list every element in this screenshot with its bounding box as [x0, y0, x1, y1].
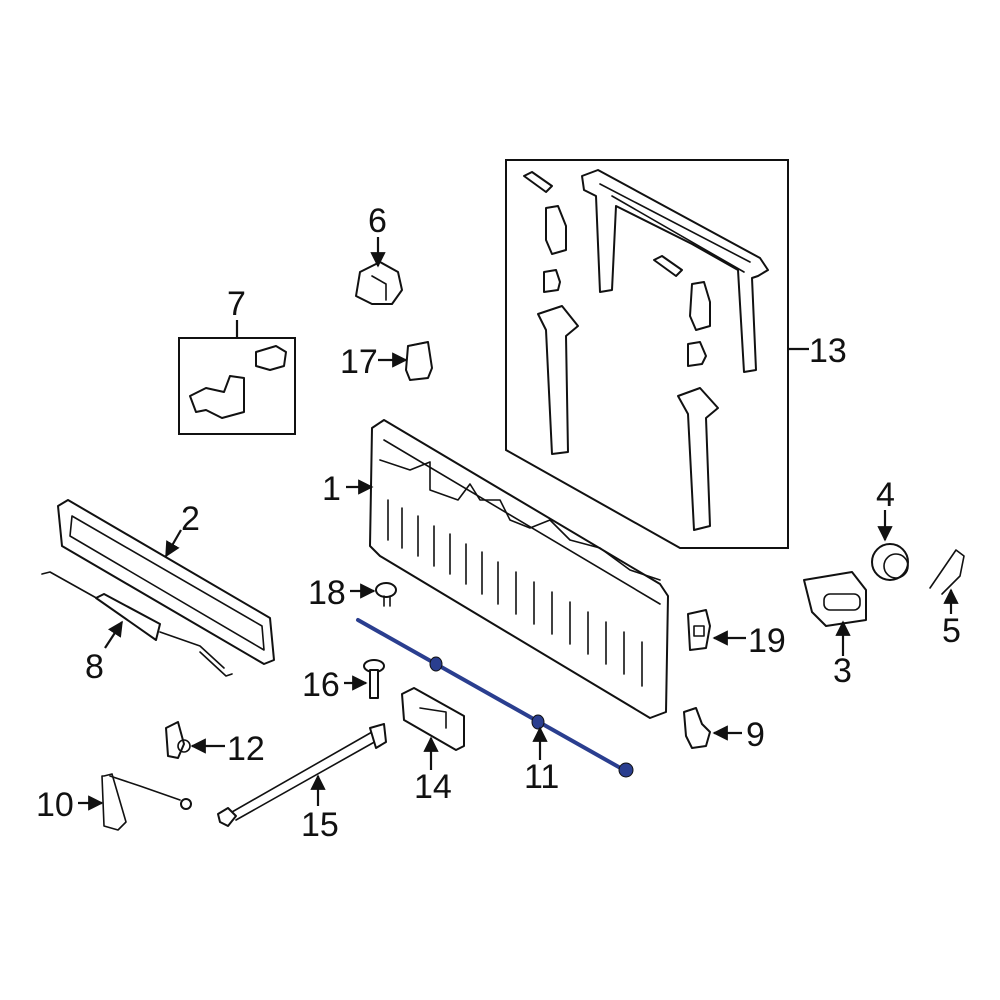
callout-8: 8: [85, 648, 104, 686]
part-8-handle-rod[interactable]: [41, 571, 233, 677]
callout-15: 15: [301, 806, 339, 844]
part-2-seal-plate[interactable]: [57, 499, 275, 665]
part-14-bracket[interactable]: [401, 687, 465, 751]
part-13-pin-b: [653, 255, 683, 277]
part-6-latch-bracket[interactable]: [355, 261, 403, 305]
part-12-clip[interactable]: [165, 721, 191, 759]
callout-labels: 1 2 3 4 5 6 7 8 9 10 11 12 13 14 15 16 1…: [36, 202, 961, 844]
callout-7: 7: [227, 285, 246, 323]
part-13-strap-a: [537, 305, 579, 455]
callout-19: 19: [748, 622, 786, 660]
part-3-handle-bezel[interactable]: [803, 571, 867, 627]
part-13-inset-box: [505, 159, 789, 549]
part-9-latch-clip[interactable]: [683, 707, 711, 749]
part-15-cable[interactable]: [217, 723, 387, 827]
part-19-clip[interactable]: [687, 609, 711, 651]
part-13-cover-a: [545, 205, 567, 255]
callout-13: 13: [809, 332, 847, 370]
part-13-clip-a: [543, 269, 561, 293]
callout-4: 4: [876, 476, 895, 514]
part-16-bolt[interactable]: [363, 659, 385, 699]
part-13-group[interactable]: [505, 159, 789, 549]
callout-12: 12: [227, 730, 265, 768]
part-13-frame: [581, 169, 769, 373]
part-7-group[interactable]: [178, 337, 296, 435]
part-13-cover-b: [689, 281, 711, 331]
part-18-push-pin[interactable]: [375, 582, 397, 607]
callout-6: 6: [368, 202, 387, 240]
callout-2: 2: [181, 500, 200, 538]
part-17-bumper[interactable]: [405, 341, 433, 381]
part-10-wire-loop[interactable]: [101, 773, 192, 831]
part-13-pin-a: [523, 171, 553, 193]
callout-9: 9: [746, 716, 765, 754]
callout-18: 18: [308, 574, 346, 612]
callout-16: 16: [302, 666, 340, 704]
leader-lines: [78, 237, 959, 811]
part-13-clip-b: [687, 341, 707, 367]
callout-14: 14: [414, 768, 452, 806]
callout-3: 3: [833, 652, 852, 690]
callout-1: 1: [322, 470, 341, 508]
part-1-tailgate-panel[interactable]: [369, 419, 669, 719]
callout-10: 10: [36, 786, 74, 824]
callout-11: 11: [524, 758, 559, 796]
callout-17: 17: [340, 343, 378, 381]
part-13-strap-b: [677, 387, 719, 531]
part-11-rod[interactable]: [356, 618, 634, 778]
part-4-lock-cylinder[interactable]: [871, 543, 909, 581]
part-5-clip-wire[interactable]: [929, 549, 965, 595]
callout-5: 5: [942, 612, 961, 650]
